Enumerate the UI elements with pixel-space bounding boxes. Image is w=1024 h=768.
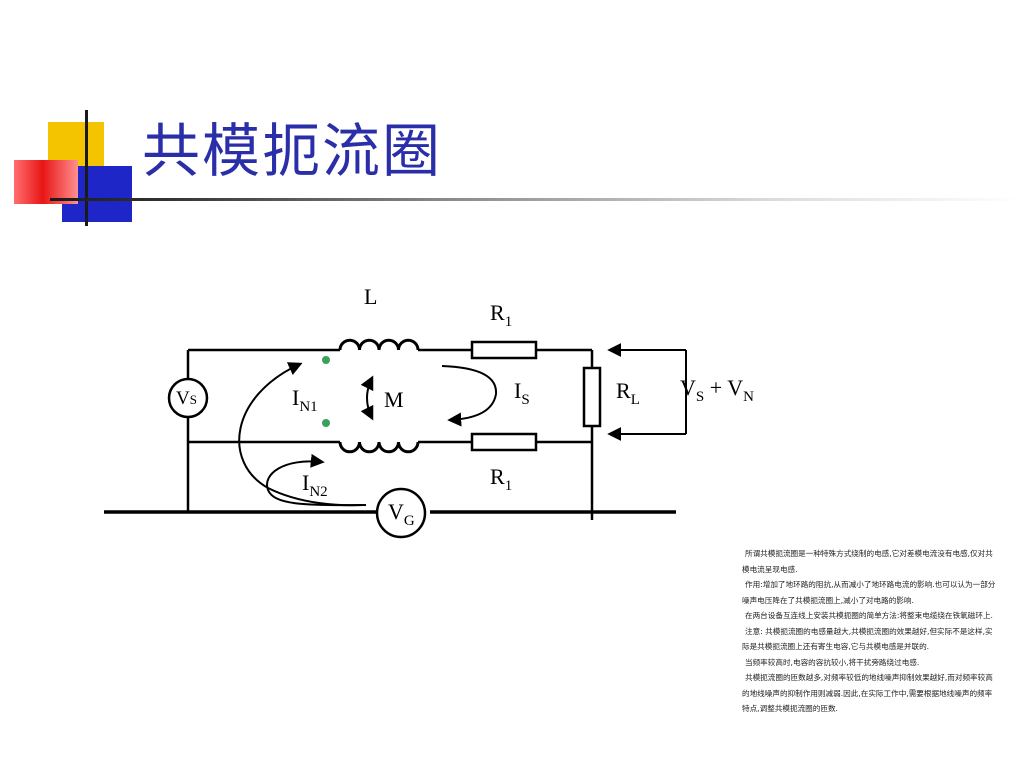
polarity-dot-top (322, 356, 330, 364)
label-r1-top-sub: 1 (505, 314, 513, 330)
label-in1-main: I (292, 385, 299, 410)
label-vg-sub: G (404, 513, 415, 529)
label-l: L (364, 284, 377, 309)
label-in2-sub: N2 (309, 484, 327, 500)
label-r1-bottom: R1 (490, 464, 512, 494)
decor-vertical-line (85, 110, 88, 226)
resistor-rl (582, 366, 602, 428)
label-rl: RL (616, 378, 640, 408)
label-vsn-s-sub: S (696, 389, 704, 405)
in1-arrow (238, 362, 363, 507)
inductor-bottom (338, 441, 420, 454)
note-paragraph: 作用:增加了地环路的阻抗,从而减小了地环路电流的影响.也可以认为一部分噪声电压降… (742, 580, 996, 605)
resistor-r1-bottom (470, 432, 538, 452)
label-r1-top-main: R (490, 300, 505, 325)
label-in2-main: I (302, 470, 309, 495)
polarity-dot-bottom (322, 419, 330, 427)
label-rl-main: R (616, 378, 631, 403)
label-is-sub: S (521, 392, 529, 408)
label-r1-bottom-sub: 1 (505, 478, 513, 494)
label-r1-top: R1 (490, 300, 512, 330)
inductor-top (338, 338, 420, 351)
note-paragraph: 当频率较高时,电容的容抗较小,将干扰旁路绕过电感. (745, 657, 920, 667)
decor-red-square (14, 160, 78, 204)
resistor-r1-top (470, 340, 538, 360)
label-vsn-v: V (680, 375, 696, 400)
label-m: M (384, 387, 404, 412)
is-arrow (441, 365, 498, 427)
mutual-arrow (360, 375, 374, 421)
label-vg: VG (388, 499, 415, 529)
label-rl-sub: L (631, 392, 640, 408)
slide-title: 共模扼流圈 (142, 117, 443, 185)
label-vs-main: V (176, 388, 190, 409)
label-in1: IN1 (292, 385, 318, 415)
label-vs-sub: S (190, 392, 197, 407)
note-paragraph: 在两台设备互连线上安装共模扼圈的简单方法:将整束电缆绕在铁氧磁环上. (745, 611, 993, 620)
label-vs: VS (176, 388, 197, 409)
label-r1-bottom-main: R (490, 464, 505, 489)
title-underline (50, 198, 1024, 201)
note-paragraph: 共模扼流圈的匝数越多,对频率较低的地线噪声抑制效果越好,而对频率较高的地线噪声的… (742, 673, 993, 713)
notes-block: 所谓共模扼流圈是一种特殊方式绕制的电感,它对差模电流没有电感,仅对共模电流呈现电… (742, 546, 998, 717)
source-vs (167, 377, 209, 419)
label-in2: IN2 (302, 470, 328, 500)
label-vsn-plus: + V (704, 375, 743, 400)
label-is: IS (514, 378, 530, 408)
label-is-main: I (514, 378, 521, 403)
note-paragraph: 所谓共模扼流圈是一种特殊方式绕制的电感,它对差模电流没有电感,仅对共模电流呈现电… (742, 549, 993, 574)
label-vg-main: V (388, 499, 404, 524)
source-vg (375, 487, 427, 539)
note-paragraph: 注意: 共模扼流圈的电感量越大,共模扼流圈的效果越好,但实际不是这样,实际是共模… (742, 626, 993, 652)
label-in1-sub: N1 (299, 399, 317, 415)
label-vs-plus-vn: VS + VN (680, 375, 754, 405)
in2-arrow (266, 453, 367, 507)
label-vsn-n-sub: N (743, 389, 754, 405)
